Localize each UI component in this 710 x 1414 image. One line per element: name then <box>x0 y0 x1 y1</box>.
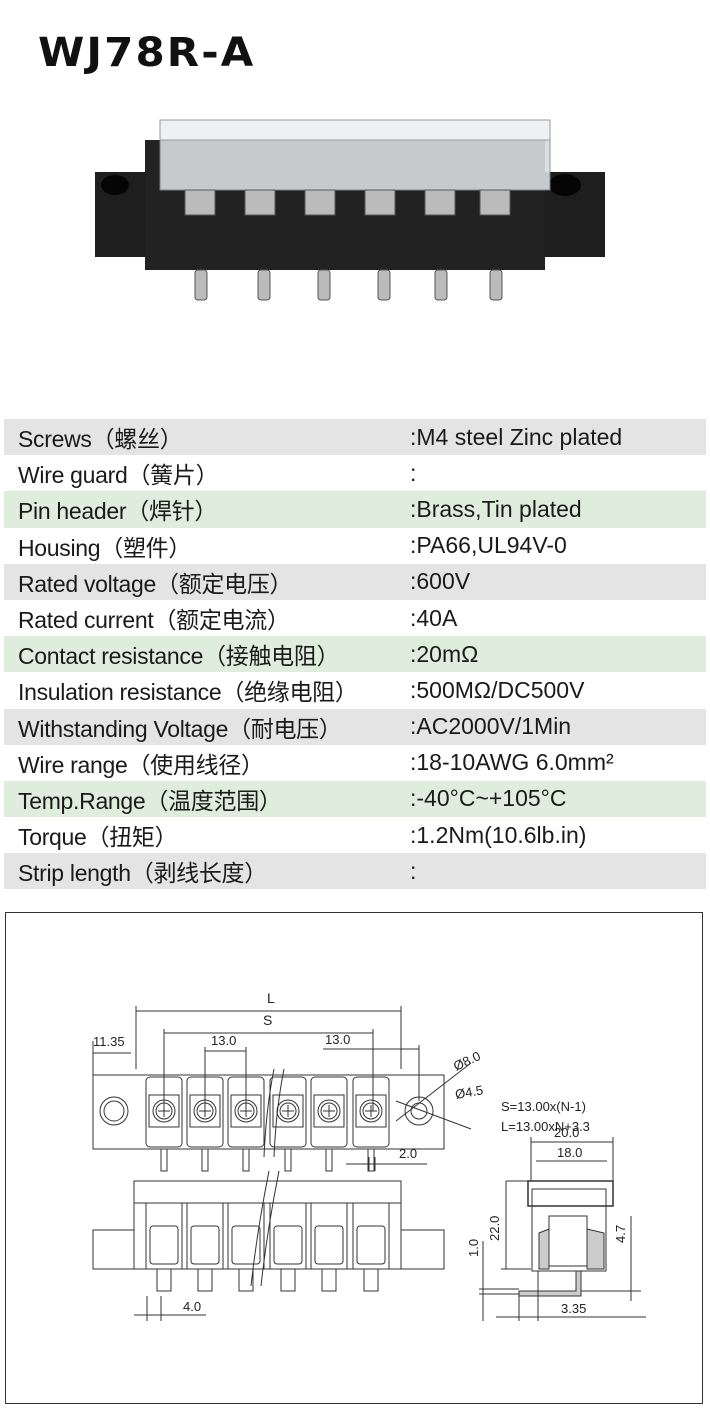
pin <box>160 1148 168 1172</box>
spec-label: Pin header（焊针） <box>18 498 218 525</box>
pin <box>242 1148 250 1172</box>
spec-label: Temp.Range（温度范围） <box>18 787 282 814</box>
dim-end-offset: 11.35 <box>93 1034 125 1049</box>
spec-value: :500MΩ/DC500V <box>410 676 585 703</box>
spec-row-wire-range: Wire range（使用线径） :18-10AWG 6.0mm² <box>4 744 706 781</box>
dim-height: 22.0 <box>487 1216 502 1241</box>
spec-label: Wire range（使用线径） <box>18 751 264 778</box>
spec-label: Rated current（额定电流） <box>18 607 290 634</box>
dim-L: L <box>267 990 275 1006</box>
dim-pitch-right: 13.0 <box>325 1032 350 1047</box>
spec-table: Screws（螺丝） :M4 steel Zinc plated Wire gua… <box>4 419 706 890</box>
spec-value: :20mΩ <box>410 640 479 667</box>
spec-row-rated-current: Rated current（额定电流） :40A <box>4 599 706 637</box>
screw-seat <box>272 1094 304 1128</box>
spec-value: :AC2000V/1Min <box>410 713 572 740</box>
spec-value: :600V <box>410 568 471 595</box>
formula-s: S=13.00x(N-1) <box>501 1099 586 1114</box>
screw-icon <box>359 1099 383 1123</box>
pin <box>197 1268 213 1292</box>
dim-hole-outer: Ø8.0 <box>451 1048 483 1074</box>
terminal-front <box>227 1202 265 1270</box>
formula-l: L=13.00xN+3.3 <box>501 1119 590 1134</box>
terminal-front <box>269 1202 307 1270</box>
spec-value: :Brass,Tin plated <box>410 495 582 522</box>
spec-row-pin-header: Pin header（焊针） :Brass,Tin plated <box>4 491 706 528</box>
screw-icon <box>317 1099 341 1123</box>
top-view <box>92 1006 472 1172</box>
terminal-front <box>145 1202 183 1270</box>
pin <box>280 1268 296 1292</box>
spec-label: Contact resistance（接触电阻） <box>18 643 340 670</box>
dim-pin-offset: 3.35 <box>561 1301 586 1316</box>
terminal-outline <box>352 1076 390 1148</box>
terminals <box>184 189 511 301</box>
terminal-front <box>352 1202 390 1270</box>
terminal-front <box>186 1202 224 1270</box>
spec-row-torque: Torque（扭矩） :1.2Nm(10.6lb.in) <box>4 817 706 854</box>
pin <box>363 1268 379 1292</box>
spec-label: Strip length（剥线长度） <box>18 860 267 887</box>
dim-pin-height: 4.7 <box>613 1225 628 1243</box>
spec-value: :M4 steel Zinc plated <box>410 423 623 450</box>
spec-row-rated-voltage: Rated voltage（额定电压） :600V <box>4 563 706 600</box>
dim-S: S <box>263 1012 272 1028</box>
screw-seat <box>313 1094 345 1128</box>
screw-seat <box>355 1094 387 1128</box>
spec-row-strip-length: Strip length（剥线长度）: <box>4 853 706 890</box>
pin <box>321 1268 337 1292</box>
spec-value: :1.2Nm(10.6lb.in) <box>410 821 587 848</box>
product-title: WJ78R-A <box>38 30 256 76</box>
spec-value: :40A <box>410 604 458 631</box>
terminal-front <box>310 1202 348 1270</box>
spec-row-insulation-resistance: Insulation resistance（绝缘电阻） :500MΩ/DC500V <box>4 672 706 709</box>
clear-cover <box>159 119 551 191</box>
pin <box>284 1148 292 1172</box>
spec-value: : <box>410 459 417 486</box>
spec-row-contact-resistance: Contact resistance（接触电阻） :20mΩ <box>4 636 706 673</box>
dim-standoff: 1.0 <box>466 1239 481 1257</box>
dim-width-inner: 18.0 <box>557 1145 582 1160</box>
dimension-drawing: L S 11.35 13.0 13.0 Ø8.0 Ø4.5 S=13.00x(N… <box>5 912 703 1404</box>
spec-row-wire-guard: Wire guard（簧片）: <box>4 455 706 492</box>
spec-value: :-40°C~+105°C <box>410 785 567 812</box>
dim-pin-width: 2.0 <box>399 1146 417 1161</box>
dim-width-outer: 20.0 <box>554 1125 579 1140</box>
spec-label: Screws（螺丝） <box>18 426 183 453</box>
spec-label: Wire guard（簧片） <box>18 462 219 489</box>
spec-row-screws: Screws（螺丝） :M4 steel Zinc plated <box>4 419 706 456</box>
spec-label: Insulation resistance（绝缘电阻） <box>18 679 358 706</box>
product-photo <box>95 119 605 301</box>
dim-hole-inner: Ø4.5 <box>454 1082 484 1102</box>
pin <box>156 1268 172 1292</box>
spec-label: Rated voltage（额定电压） <box>18 570 293 597</box>
side-view <box>479 1137 646 1321</box>
spec-row-housing: Housing（塑件） :PA66,UL94V-0 <box>4 527 706 564</box>
spec-label: Housing（塑件） <box>18 534 192 561</box>
pin <box>367 1148 375 1172</box>
dim-pin-depth: 4.0 <box>183 1299 201 1314</box>
pin <box>201 1148 209 1172</box>
spec-value: :PA66,UL94V-0 <box>410 532 567 559</box>
pin <box>238 1268 254 1292</box>
front-view <box>92 1170 445 1321</box>
spec-label: Withstanding Voltage（耐电压） <box>18 715 342 742</box>
spec-value: :18-10AWG 6.0mm² <box>410 749 614 776</box>
spec-row-withstanding-voltage: Withstanding Voltage（耐电压） :AC2000V/1Min <box>4 708 706 745</box>
spec-value: : <box>410 857 417 884</box>
terminal-outline <box>310 1076 348 1148</box>
pin <box>325 1148 333 1172</box>
dim-pitch-left: 13.0 <box>211 1033 236 1048</box>
spec-row-temp-range: Temp.Range（温度范围） :-40°C~+105°C <box>4 780 706 818</box>
spec-label: Torque（扭矩） <box>18 824 178 851</box>
terminal-outline <box>269 1076 307 1148</box>
